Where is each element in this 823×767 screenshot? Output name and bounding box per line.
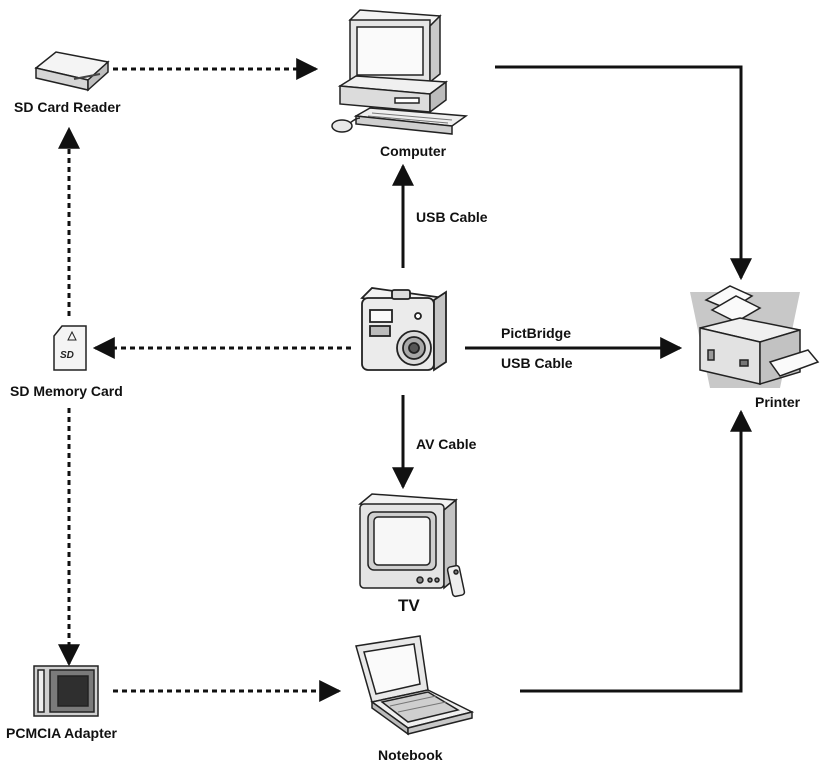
digital-camera-icon xyxy=(360,287,447,372)
edge-label-pictbridge: PictBridge xyxy=(501,325,572,341)
edge-computer-to-printer xyxy=(495,65,752,281)
card-reader-icon xyxy=(34,51,110,92)
pcmcia-adapter-icon xyxy=(33,665,99,717)
label-printer: Printer xyxy=(755,394,801,410)
label-sd-card-reader: SD Card Reader xyxy=(14,99,121,115)
label-sd-memory-card: SD Memory Card xyxy=(10,383,123,399)
desktop-computer-icon xyxy=(331,9,469,135)
tv-icon xyxy=(358,493,466,598)
svg-text:SD: SD xyxy=(60,350,74,361)
edge-label-av-cable: AV Cable xyxy=(416,436,477,452)
edge-notebook-to-printer xyxy=(520,409,752,693)
edge-label-usb-cable-computer: USB Cable xyxy=(416,209,488,225)
sd-card-icon: SD xyxy=(53,325,87,371)
label-tv: TV xyxy=(398,596,420,615)
label-computer: Computer xyxy=(380,143,447,159)
label-pcmcia-adapter: PCMCIA Adapter xyxy=(6,725,117,741)
edge-label-usb-cable-printer: USB Cable xyxy=(501,355,573,371)
printer-icon xyxy=(690,285,820,388)
label-notebook: Notebook xyxy=(378,747,443,763)
notebook-computer-icon xyxy=(355,635,475,736)
